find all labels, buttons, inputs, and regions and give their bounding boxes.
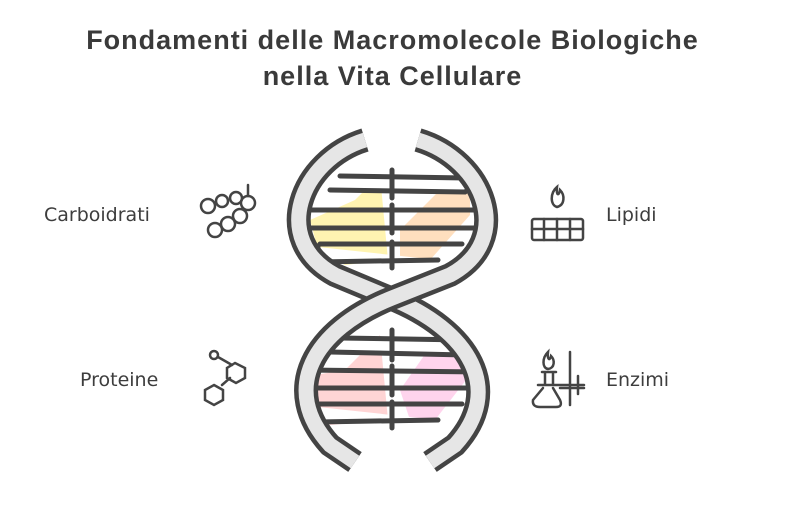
molecule-rings-icon xyxy=(203,349,247,407)
label-lipidi: Lipidi xyxy=(606,204,657,226)
label-carboidrati: Carboidrati xyxy=(44,204,150,226)
base-pair-rungs xyxy=(299,167,487,431)
lipid-flame-grid-icon xyxy=(530,183,585,242)
carbohydrate-chain-icon xyxy=(199,183,257,239)
helix-strands xyxy=(286,128,499,472)
page-title-line1: Fondamenti delle Macromolecole Biologich… xyxy=(86,25,699,55)
blob-lipidi xyxy=(400,185,470,262)
blob-enzimi xyxy=(400,340,470,420)
label-proteine: Proteine xyxy=(80,369,159,391)
lab-burner-flask-icon xyxy=(531,348,586,409)
page-title-line2: nella Vita Cellulare xyxy=(262,61,523,91)
label-enzimi: Enzimi xyxy=(606,369,670,391)
